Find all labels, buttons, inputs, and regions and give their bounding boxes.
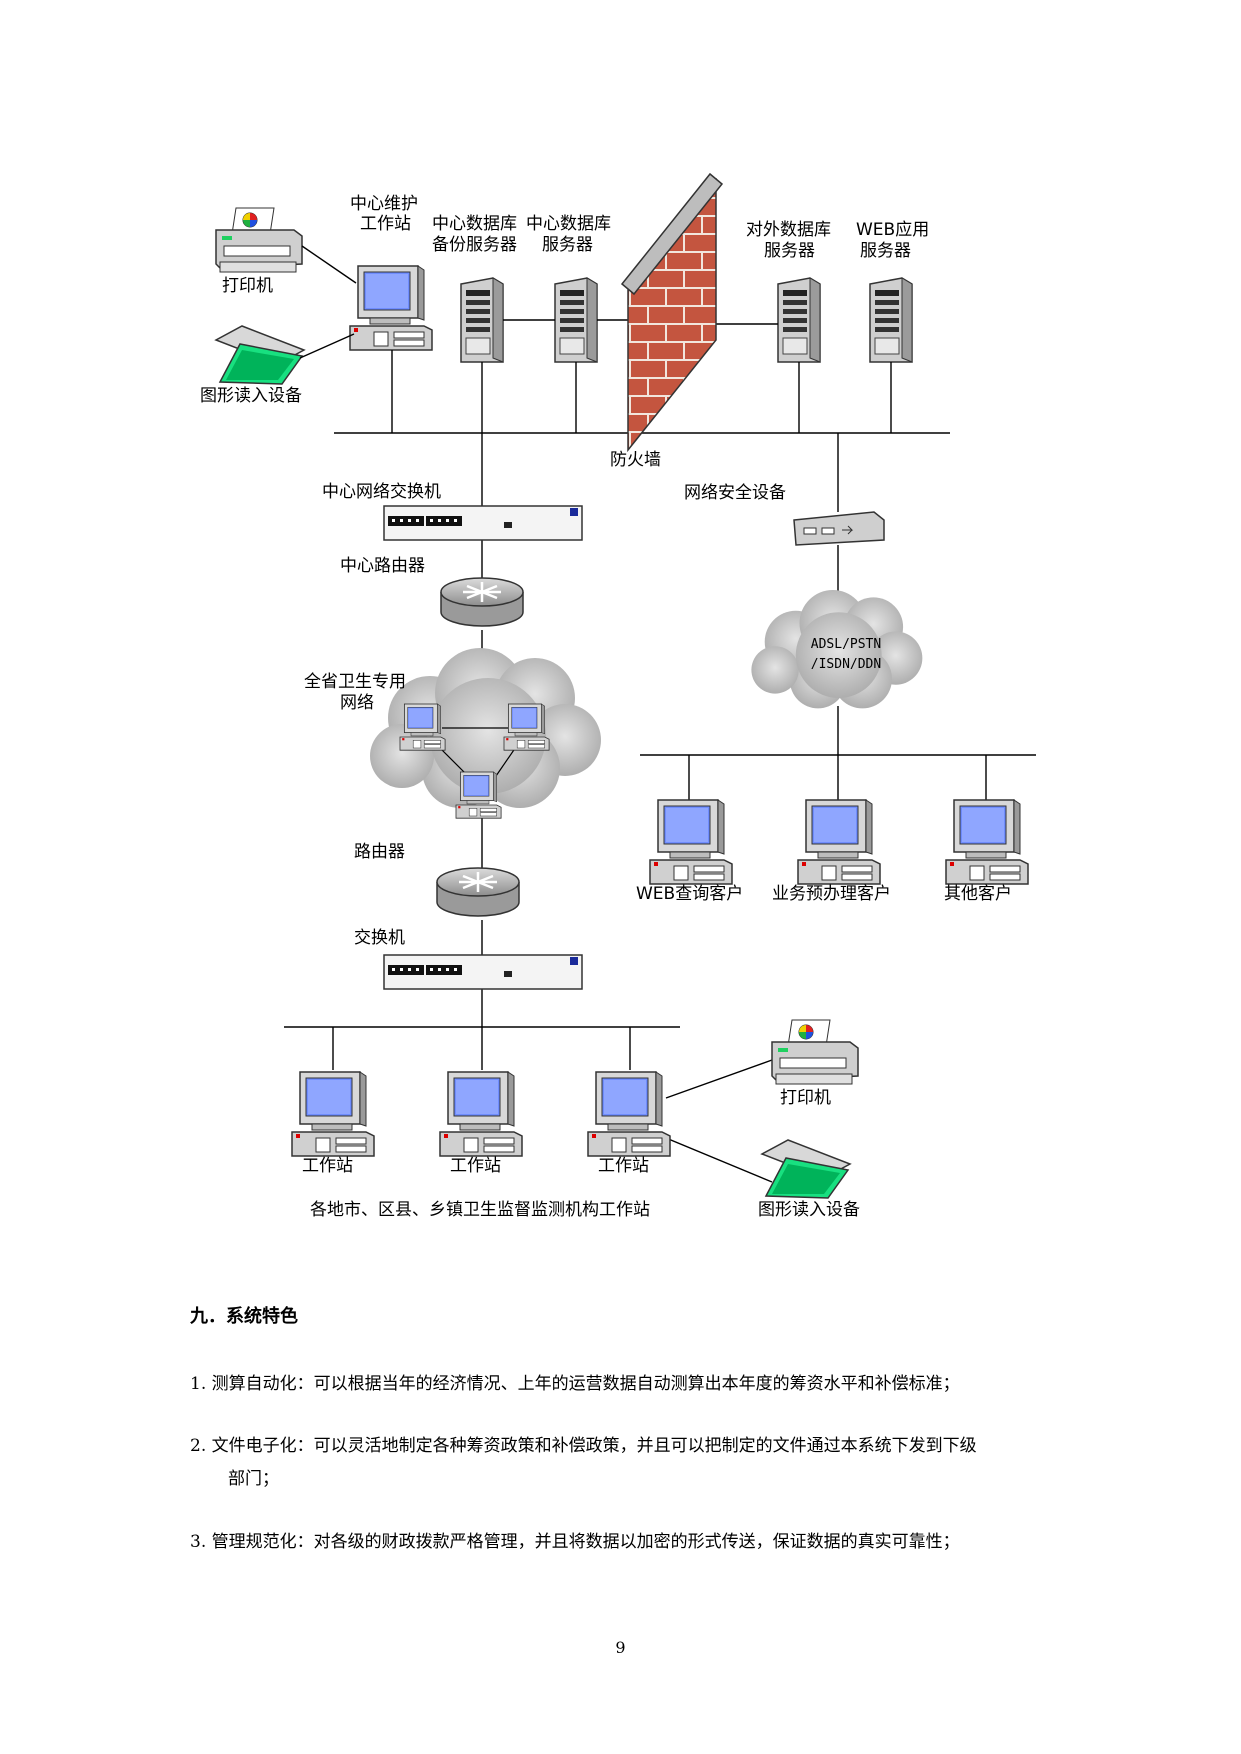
cloud-pc-left-icon — [399, 703, 446, 751]
web-client-label: WEB查询客户 — [636, 884, 744, 904]
center-db-label-2: 服务器 — [542, 235, 593, 255]
center-db-label-1: 中心数据库 — [526, 214, 611, 234]
workstation-3-icon — [587, 1071, 671, 1157]
feature-item-3-text: 3. 管理规范化：对各级的财政拨款严格管理，并且将数据以加密的形式传送，保证数据… — [190, 1532, 960, 1552]
printer-top-icon — [215, 207, 303, 273]
prov-net-label-1: 全省卫生专用 — [304, 672, 406, 692]
prov-net-label-2: 网络 — [340, 693, 374, 713]
section-title: 九．系统特色 — [190, 1306, 298, 1327]
ws2-label: 工作站 — [450, 1156, 501, 1176]
feature-item-2-cont: 部门； — [228, 1469, 279, 1489]
center-db-backup-server-icon — [460, 277, 504, 363]
router-icon — [435, 866, 521, 918]
backup-db-label-1: 中心数据库 — [432, 214, 517, 234]
other-client-icon — [945, 799, 1029, 885]
center-router-icon — [439, 576, 525, 628]
ws3-label: 工作站 — [598, 1156, 649, 1176]
firewall-wall — [620, 172, 724, 453]
business-client-icon — [797, 799, 881, 885]
scanner-bottom-icon — [761, 1139, 851, 1199]
scanner-top-icon — [215, 325, 305, 385]
connection-lines — [284, 245, 1036, 1183]
biz-client-label: 业务预办理客户 — [772, 884, 891, 904]
ext-db-label-1: 对外数据库 — [746, 220, 831, 240]
cloud-pc-right-icon — [503, 703, 550, 751]
center-switch-label: 中心网络交换机 — [322, 482, 441, 502]
adsl-label-1: ADSL/PSTN — [811, 637, 881, 652]
workstation-2-icon — [439, 1071, 523, 1157]
web-app-server-icon — [869, 277, 913, 363]
firewall-label: 防火墙 — [610, 450, 661, 470]
switch-label: 交换机 — [354, 928, 405, 948]
network-topology-diagram: ADSL/PSTN /ISDN/DDN — [215, 172, 1036, 1199]
network-security-device-icon — [793, 511, 885, 546]
ws1-label: 工作站 — [302, 1156, 353, 1176]
center-db-server-icon — [554, 277, 598, 363]
bottom-caption: 各地市、区县、乡镇卫生监督监测机构工作站 — [310, 1200, 650, 1220]
feature-item-3: 3. 管理规范化：对各级的财政拨款严格管理，并且将数据以加密的形式传送，保证数据… — [190, 1526, 1080, 1559]
adsl-label-2: /ISDN/DDN — [811, 657, 881, 672]
center-router-label: 中心路由器 — [340, 556, 425, 576]
web-label-1: WEB应用 — [856, 220, 930, 240]
workstation-1-icon — [291, 1071, 375, 1157]
center-ws-label-1: 中心维护 — [350, 194, 418, 214]
scanner-top-label: 图形读入设备 — [200, 386, 302, 406]
backup-db-label-2: 备份服务器 — [432, 235, 517, 255]
web-label-2: 服务器 — [860, 241, 911, 261]
external-db-server-icon — [777, 277, 821, 363]
feature-item-1: 1. 测算自动化：可以根据当年的经济情况、上年的运营数据自动测算出本年度的筹资水… — [190, 1368, 1080, 1401]
switch-icon — [383, 954, 583, 990]
printer-top-label: 打印机 — [222, 276, 273, 296]
center-network-switch-icon — [383, 505, 583, 541]
center-ws-label-2: 工作站 — [360, 214, 411, 234]
cloud-pc-bottom-icon — [455, 771, 502, 819]
scanner-bottom-label: 图形读入设备 — [758, 1200, 860, 1220]
security-device-label: 网络安全设备 — [684, 483, 786, 503]
feature-item-2: 2. 文件电子化：可以灵活地制定各种筹资政策和补偿政策，并且可以把制定的文件通过… — [190, 1430, 1080, 1496]
feature-item-2-text: 2. 文件电子化：可以灵活地制定各种筹资政策和补偿政策，并且可以把制定的文件通过… — [190, 1436, 977, 1456]
printer-bottom-icon — [771, 1019, 859, 1085]
printer-bottom-label: 打印机 — [780, 1088, 831, 1108]
ext-db-label-2: 服务器 — [764, 241, 815, 261]
feature-item-1-text: 1. 测算自动化：可以根据当年的经济情况、上年的运营数据自动测算出本年度的筹资水… — [190, 1374, 960, 1394]
router-label: 路由器 — [354, 842, 405, 862]
other-client-label: 其他客户 — [944, 884, 1012, 904]
center-maintenance-workstation-icon — [349, 265, 433, 351]
page-number: 9 — [615, 1638, 626, 1657]
web-query-client-icon — [649, 799, 733, 885]
